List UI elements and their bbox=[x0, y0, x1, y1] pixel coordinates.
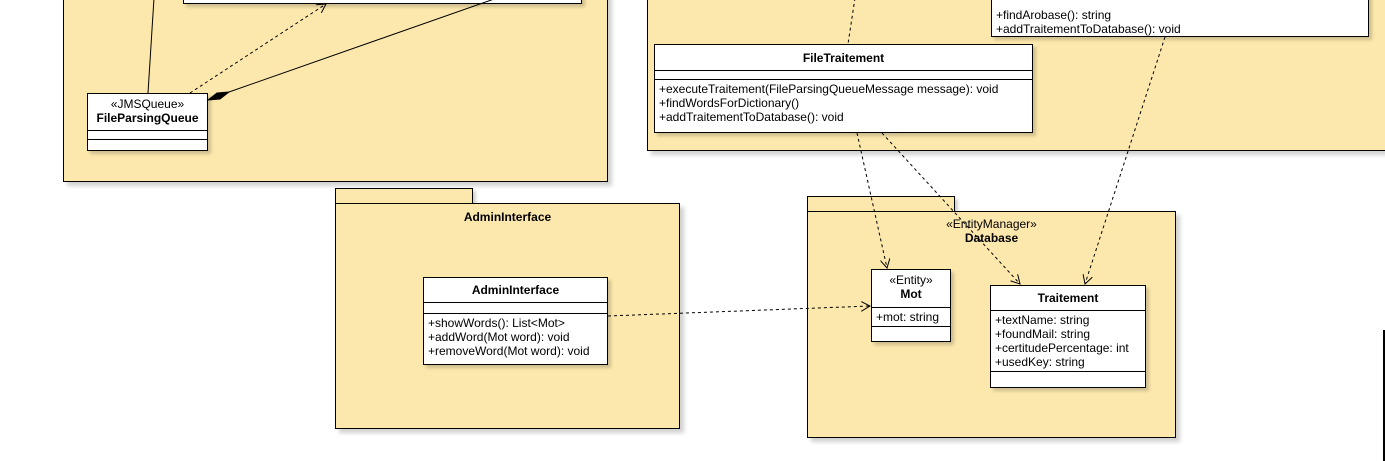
operation-row: +removeWord(Mot word): void bbox=[428, 344, 590, 358]
composition-line bbox=[228, 0, 493, 93]
operations-section: +showWords(): List<Mot> +addWord(Mot wor… bbox=[424, 314, 607, 360]
class-name: Traitement bbox=[1037, 291, 1099, 305]
operations-section: +executeTraitement(FileParsingQueueMessa… bbox=[655, 80, 1032, 126]
class-name: AdminInterface bbox=[471, 283, 560, 297]
class-file-parsing-queue[interactable]: «JMSQueue» FileParsingQueue bbox=[87, 93, 208, 151]
dependency-arrow bbox=[856, 132, 887, 268]
class-traitement[interactable]: Traitement +textName: string +foundMail:… bbox=[990, 285, 1146, 388]
attributes-section: +textName: string +foundMail: string +ce… bbox=[991, 311, 1145, 372]
association-line bbox=[147, 0, 155, 94]
operation-row: +showWords(): List<Mot> bbox=[428, 316, 565, 330]
operation-row: +findArobase(): string bbox=[996, 8, 1112, 22]
package-top-left[interactable] bbox=[63, 0, 608, 182]
attributes-section bbox=[424, 303, 607, 314]
class-mot[interactable]: «Entity» Mot +mot: string bbox=[871, 269, 951, 342]
attributes-section bbox=[88, 131, 207, 140]
class-cropped-top-left[interactable] bbox=[183, 0, 582, 4]
attribute-row: +certitudePercentage: int bbox=[995, 341, 1129, 355]
attribute-row: +textName: string bbox=[995, 313, 1090, 327]
operation-row: +addTraitementToDatabase(): void bbox=[659, 110, 844, 124]
attribute-row: +foundMail: string bbox=[995, 327, 1091, 341]
dependency-arrow bbox=[881, 132, 1020, 284]
class-admin-interface[interactable]: AdminInterface +showWords(): List<Mot> +… bbox=[423, 277, 608, 365]
dependency-arrow bbox=[607, 306, 870, 317]
class-name: FileTraitement bbox=[802, 51, 885, 65]
class-cropped-top-right[interactable]: +findArobase(): string +addTraitementToD… bbox=[991, 0, 1369, 37]
package-title: AdminInterface bbox=[463, 210, 552, 224]
canvas-edge-line bbox=[1383, 330, 1385, 461]
package-title: Database bbox=[964, 231, 1019, 245]
dependency-line bbox=[847, 0, 856, 45]
operation-row: +executeTraitement(FileParsingQueueMessa… bbox=[659, 82, 999, 96]
attributes-section bbox=[655, 71, 1032, 80]
class-name: FileParsingQueue bbox=[96, 111, 199, 125]
class-stereotype: «JMSQueue» bbox=[110, 97, 185, 111]
operation-row: +addTraitementToDatabase(): void bbox=[996, 22, 1181, 36]
operation-row: +findWordsForDictionary() bbox=[659, 96, 800, 110]
attribute-row: +mot: string bbox=[876, 310, 940, 324]
dependency-arrow bbox=[1085, 36, 1166, 284]
attributes-section: +mot: string bbox=[872, 308, 950, 327]
composition-diamond bbox=[206, 91, 231, 101]
class-name: Mot bbox=[900, 287, 922, 301]
dependency-arrow bbox=[189, 4, 326, 94]
operation-row: +addWord(Mot word): void bbox=[428, 330, 570, 344]
class-file-traitement[interactable]: FileTraitement +executeTraitement(FilePa… bbox=[654, 44, 1033, 133]
class-stereotype: «Entity» bbox=[889, 273, 933, 287]
attribute-row: +usedKey: string bbox=[995, 355, 1085, 369]
